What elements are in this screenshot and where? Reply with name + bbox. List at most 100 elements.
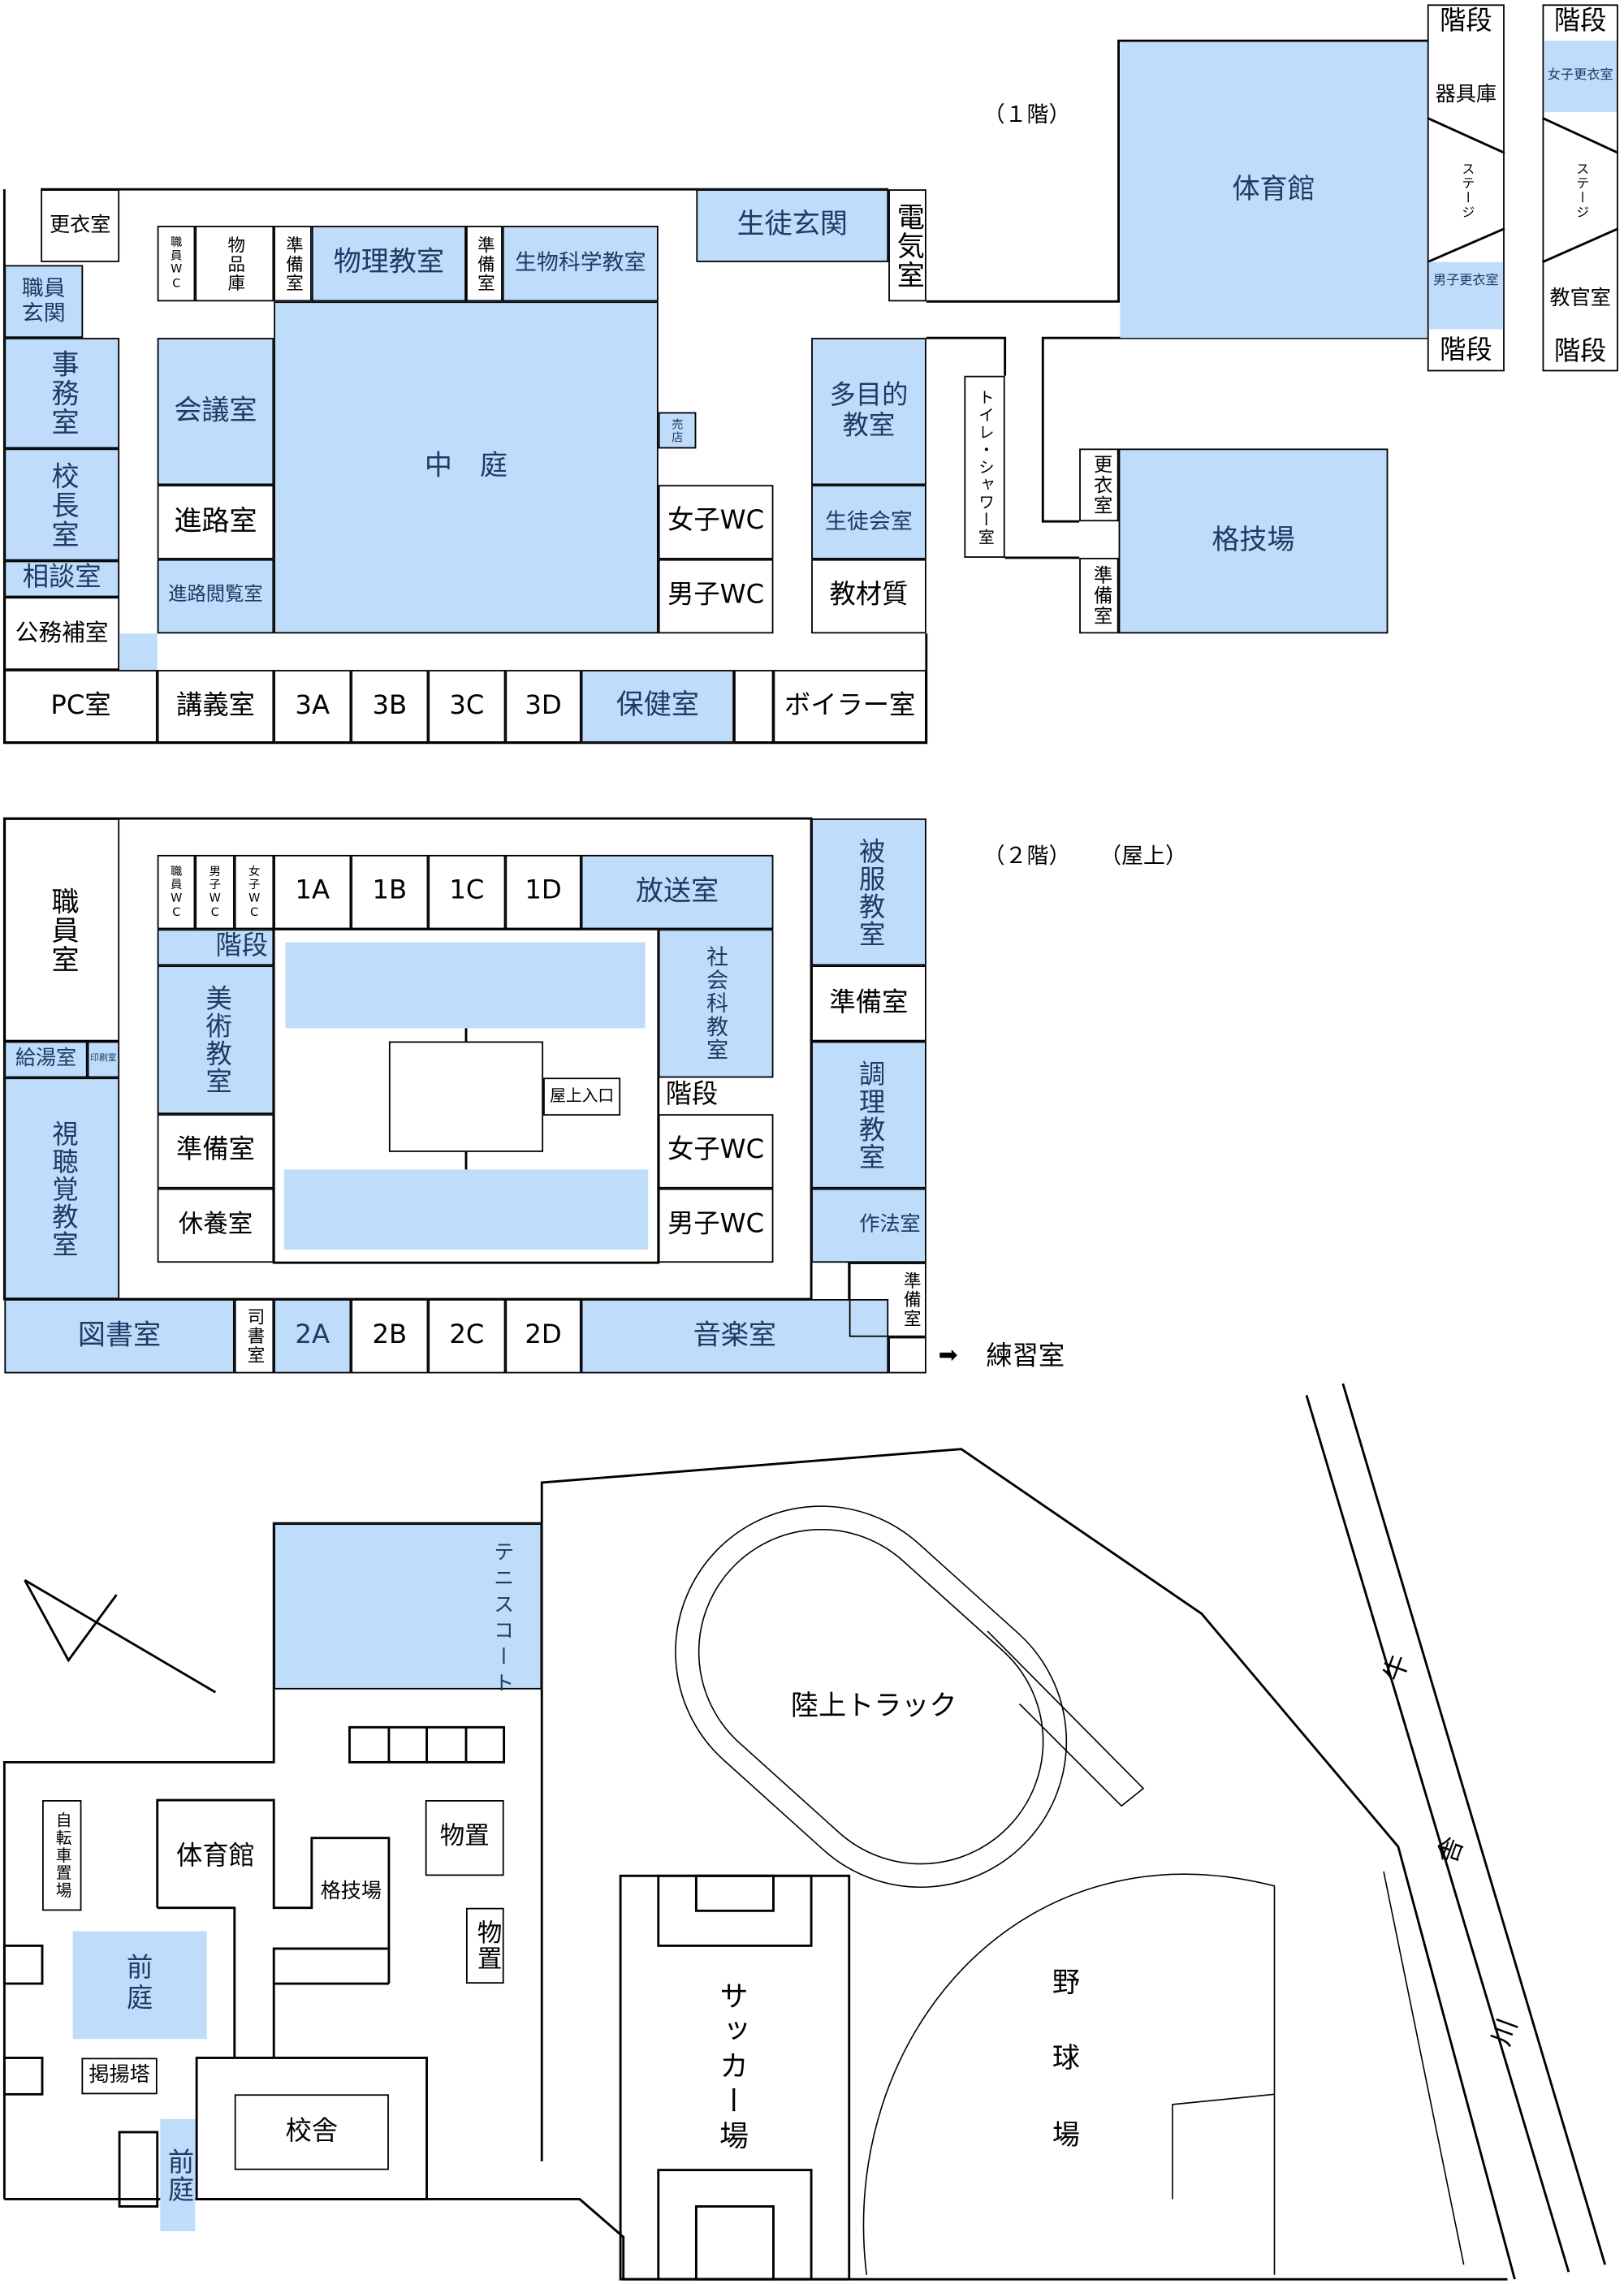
stairs: 階段 [1543,4,1618,41]
bicycle-parking: 自転車置場 [42,1800,82,1911]
baseball-label: 野 [1052,1967,1081,1999]
stage-line [1541,227,1619,264]
storage-shed: 物置 [465,1907,504,1984]
room-career: 進路室 [157,485,274,559]
room-label: 生徒会室 [825,507,913,535]
room-librarian: 司書室 [234,1298,274,1374]
room-label: 物理教室 [333,246,445,278]
room-label: 職員WC [170,864,184,920]
room-label: 2B [372,1319,408,1351]
room-label: 階段 [1440,6,1492,37]
room-boys-locker: 男子更衣室 [1428,261,1504,330]
room-label: 1A [295,875,330,906]
room-label: 階段 [665,1079,719,1111]
room-label: 3D [525,689,562,721]
room-label: 1C [449,875,485,906]
room-student-council: 生徒会室 [811,485,926,559]
room-label: 職員WC [170,235,184,291]
gym-label: 体育館 [176,1841,255,1872]
room-label: 事務室 [47,349,80,438]
room-girls-locker: 女子更衣室 [1544,41,1618,113]
room-social-studies: 社会科教室 [658,929,774,1078]
room-label: 物品庫 [225,235,246,292]
baseball-label: 場 [1052,2119,1081,2152]
stage-line [1427,116,1505,154]
room-physics: 物理教室 [311,226,466,302]
room-label: 中 庭 [424,450,508,482]
stairs: 階段 [1427,332,1505,371]
room-clothing: 被服教室 [811,818,926,966]
room-boys-wc: 男子WC [195,854,235,930]
room-maintenance: 公務補室 [4,597,120,671]
gym-outline [156,1798,391,2058]
baseball-field [862,1873,1276,2275]
room-label: 体育館 [1232,172,1315,205]
roof-blue-area [283,1169,649,1250]
room-label: 格技場 [1212,523,1295,556]
room-girls-wc: 女子WC [234,854,274,930]
room-label: 電気室 [892,201,925,290]
river-bank [1305,1394,1570,2273]
room-label: ステージ [1573,162,1588,220]
room-label: 会議室 [174,394,257,426]
site-boundary [540,1448,1516,2280]
room-label: 多目的教室 [829,379,909,441]
room-label: 公務補室 [15,618,109,647]
room-multipurpose: 多目的教室 [811,338,926,486]
soccer-field-label: サッカー場 [714,1980,749,2156]
room-nurse: 保健室 [581,670,735,743]
room-2a: 2A [274,1298,352,1374]
room-label: 司書室 [245,1307,266,1365]
room-1b: 1B [351,854,429,930]
room-label: 2D [525,1319,562,1351]
room-label: 売店 [671,417,685,444]
room-martial-arts: 格技場 [1118,448,1389,634]
room-label: 校舎 [285,2115,339,2147]
room-label: 男子WC [667,1209,765,1240]
room-label: ステージ [1458,162,1474,220]
room-storage: 物品庫 [195,226,274,302]
room-staff-entrance: 職員玄関 [4,265,84,339]
front-garden: 前庭 [160,2118,196,2231]
track [675,1505,1068,1889]
room-label: 生物科学教室 [515,249,646,276]
room-label: 被服教室 [854,836,886,948]
north-arrow [24,1579,118,1663]
tennis-court-area [274,1523,542,1690]
room-1c: 1C [428,854,506,930]
room-prep: 準備室 [811,965,926,1042]
corridor-wall [926,39,1427,303]
flagpole: 掲揚塔 [81,2057,158,2095]
room-label: 女子更衣室 [1547,68,1613,84]
room-3b: 3B [351,670,429,743]
room-label: 相談室 [22,562,102,594]
room-label: 職員玄関 [21,274,66,326]
stairs: 階段 [660,1077,772,1114]
room-label: 階段 [1553,336,1607,368]
room-label: 男子WC [667,580,765,611]
room-label: 男子WC [208,864,222,920]
room-label: 教官室 [1549,287,1611,310]
tennis-court-label: テニスコート [490,1540,515,1699]
room-label: 準備室 [1089,564,1112,627]
room-label: 準備室 [475,235,496,292]
room-label: 放送室 [635,874,719,907]
room-label: 視聴覚教室 [47,1119,79,1258]
room-av: 視聴覚教室 [4,1077,120,1299]
room-label: 図書室 [77,1319,162,1351]
room-biology: 生物科学教室 [502,226,659,302]
baseball-label: 球 [1052,2042,1081,2075]
stairs: 階段 [157,929,274,966]
room-career-reading: 進路閲覧室 [157,559,274,634]
room-label: 階段 [1440,335,1492,366]
room-label: 前庭 [163,2147,195,2203]
room-label: 給湯室 [15,1047,77,1072]
storage-shed: 物置 [425,1800,504,1876]
roof-blue-area [285,942,646,1029]
room-etiquette: 作法室 [811,1188,926,1263]
room-label: 美術教室 [201,984,232,1095]
track-label: 陸上トラック [790,1690,957,1723]
room-materials: 教材質 [811,559,926,634]
room-prep: 準備室 [849,1263,926,1337]
room-art: 美術教室 [157,965,274,1115]
